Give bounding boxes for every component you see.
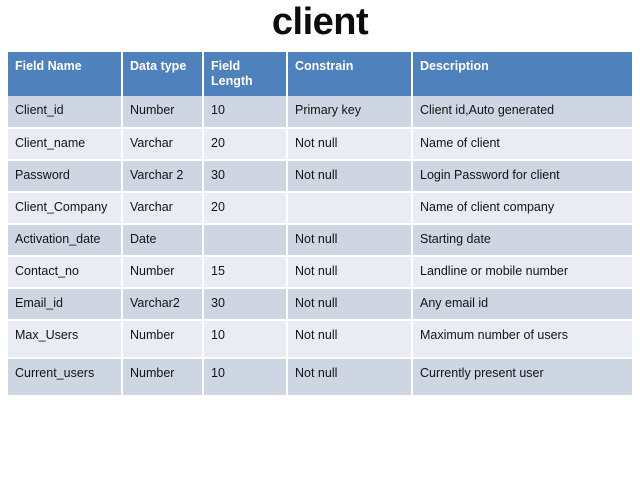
table-row: Password Varchar 2 30 Not null Login Pas… — [8, 160, 632, 193]
cell-data-type: Varchar — [122, 192, 204, 225]
cell-field-length: 10 — [203, 96, 288, 129]
table-row: Current_users Number 10 Not null Current… — [8, 358, 632, 397]
cell-constrain — [287, 192, 413, 225]
cell-field-length: 10 — [203, 358, 288, 397]
cell-data-type: Varchar2 — [122, 288, 204, 321]
schema-table-container: Field Name Data type Field Length Constr… — [8, 52, 632, 397]
schema-table: Field Name Data type Field Length Constr… — [8, 52, 632, 397]
table-row: Client_name Varchar 20 Not null Name of … — [8, 128, 632, 161]
cell-description: Login Password for client — [412, 160, 632, 193]
cell-data-type: Number — [122, 96, 204, 129]
column-header-field-name: Field Name — [8, 52, 123, 96]
cell-constrain: Not null — [287, 288, 413, 321]
column-header-constrain: Constrain — [287, 52, 413, 96]
cell-field-name: Contact_no — [8, 256, 123, 289]
cell-field-length: 30 — [203, 160, 288, 193]
cell-data-type: Number — [122, 320, 204, 359]
cell-data-type: Number — [122, 358, 204, 397]
table-row: Contact_no Number 15 Not null Landline o… — [8, 256, 632, 289]
cell-description: Name of client company — [412, 192, 632, 225]
table-header-row: Field Name Data type Field Length Constr… — [8, 52, 632, 96]
cell-data-type: Number — [122, 256, 204, 289]
cell-constrain: Not null — [287, 320, 413, 359]
column-header-data-type: Data type — [122, 52, 204, 96]
cell-description: Client id,Auto generated — [412, 96, 632, 129]
cell-description: Starting date — [412, 224, 632, 257]
cell-field-length: 15 — [203, 256, 288, 289]
cell-field-length: 10 — [203, 320, 288, 359]
cell-field-name: Client_Company — [8, 192, 123, 225]
cell-data-type: Varchar 2 — [122, 160, 204, 193]
cell-description: Currently present user — [412, 358, 632, 397]
cell-constrain: Not null — [287, 358, 413, 397]
cell-constrain: Primary key — [287, 96, 413, 129]
cell-field-length: 30 — [203, 288, 288, 321]
table-row: Activation_date Date Not null Starting d… — [8, 224, 632, 257]
page-title: client — [271, 1, 369, 43]
cell-constrain: Not null — [287, 128, 413, 161]
cell-field-length: 20 — [203, 128, 288, 161]
table-body: Client_id Number 10 Primary key Client i… — [8, 96, 632, 397]
table-row: Email_id Varchar2 30 Not null Any email … — [8, 288, 632, 321]
cell-description: Any email id — [412, 288, 632, 321]
cell-field-name: Current_users — [8, 358, 123, 397]
cell-field-length — [203, 224, 288, 257]
cell-constrain: Not null — [287, 160, 413, 193]
cell-description: Landline or mobile number — [412, 256, 632, 289]
cell-field-length: 20 — [203, 192, 288, 225]
cell-field-name: Activation_date — [8, 224, 123, 257]
cell-field-name: Client_name — [8, 128, 123, 161]
cell-field-name: Client_id — [8, 96, 123, 129]
cell-constrain: Not null — [287, 256, 413, 289]
column-header-field-length: Field Length — [203, 52, 288, 96]
cell-data-type: Date — [122, 224, 204, 257]
cell-constrain: Not null — [287, 224, 413, 257]
cell-data-type: Varchar — [122, 128, 204, 161]
cell-field-name: Email_id — [8, 288, 123, 321]
cell-field-name: Password — [8, 160, 123, 193]
cell-description: Name of client — [412, 128, 632, 161]
table-row: Client_id Number 10 Primary key Client i… — [8, 96, 632, 129]
column-header-description: Description — [412, 52, 632, 96]
table-row: Max_Users Number 10 Not null Maximum num… — [8, 320, 632, 359]
cell-description: Maximum number of users — [412, 320, 632, 359]
table-row: Client_Company Varchar 20 Name of client… — [8, 192, 632, 225]
cell-field-name: Max_Users — [8, 320, 123, 359]
table-header: Field Name Data type Field Length Constr… — [8, 52, 632, 96]
